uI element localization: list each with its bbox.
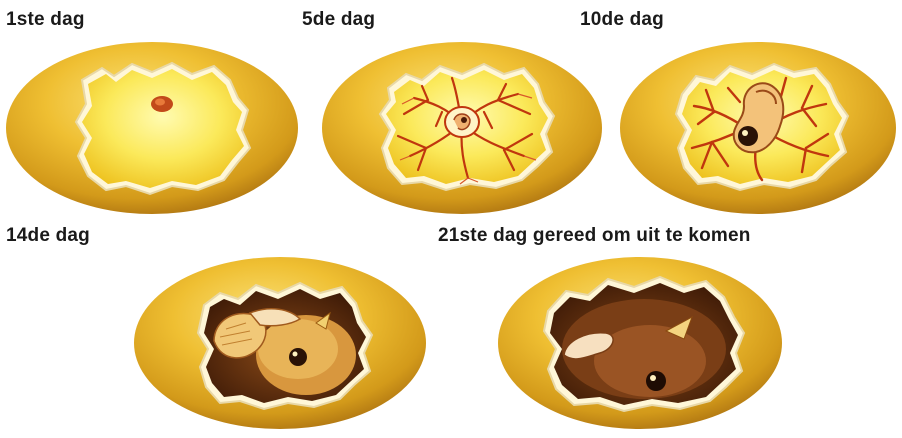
egg-day-21	[494, 245, 786, 435]
chick-eye	[646, 371, 666, 391]
egg-day-5	[318, 28, 606, 218]
stage-label-day-14: 14de dag	[6, 225, 90, 247]
stage-label-day-1: 1ste dag	[6, 9, 85, 31]
egg-day-10	[616, 28, 900, 218]
stage-label-day-21: 21ste dag gereed om uit te komen	[438, 225, 751, 247]
embryo-eye	[738, 126, 758, 146]
yolk	[82, 69, 244, 188]
embryo-eye	[461, 117, 467, 123]
egg-day-1	[2, 30, 302, 220]
egg-day-14	[130, 245, 430, 435]
chick-eye	[289, 348, 307, 366]
